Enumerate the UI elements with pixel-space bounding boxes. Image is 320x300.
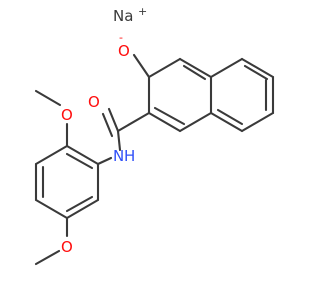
sodium-label: Na xyxy=(113,7,133,25)
methoxy-top-oxygen-label: O xyxy=(61,106,73,124)
bond xyxy=(182,64,207,81)
bond xyxy=(153,106,186,126)
molecule-drawing: Na + O - O N H O O xyxy=(34,5,275,266)
carbonyl-oxygen-label: O xyxy=(88,93,100,111)
bond xyxy=(34,249,61,266)
bond xyxy=(116,129,122,152)
bond xyxy=(240,57,275,79)
bond xyxy=(178,57,213,79)
oxide-charge-label: - xyxy=(119,31,123,44)
bond xyxy=(216,108,244,126)
bond xyxy=(147,57,182,79)
bond xyxy=(65,144,100,166)
bond xyxy=(147,111,182,133)
sodium-charge-label: + xyxy=(138,5,147,18)
amide-nitrogen-label: N xyxy=(113,147,124,165)
bond xyxy=(34,89,62,107)
amide-hydrogen-label: H xyxy=(124,147,135,165)
bond xyxy=(34,198,69,220)
bond xyxy=(116,111,151,133)
bond xyxy=(65,195,94,213)
bond xyxy=(65,152,94,170)
bond xyxy=(209,57,244,79)
bond xyxy=(178,111,213,133)
bond xyxy=(243,64,269,81)
bond xyxy=(65,198,100,220)
bond xyxy=(209,111,244,133)
oxide-label: O xyxy=(118,42,130,60)
bond xyxy=(240,111,275,133)
structure-canvas: Na + O - O N H O O xyxy=(34,5,275,266)
bond xyxy=(96,156,113,166)
bond xyxy=(107,107,120,133)
bond xyxy=(101,112,114,138)
bond xyxy=(132,53,151,79)
bond xyxy=(34,144,69,166)
methoxy-bottom-oxygen-label: O xyxy=(61,238,73,256)
